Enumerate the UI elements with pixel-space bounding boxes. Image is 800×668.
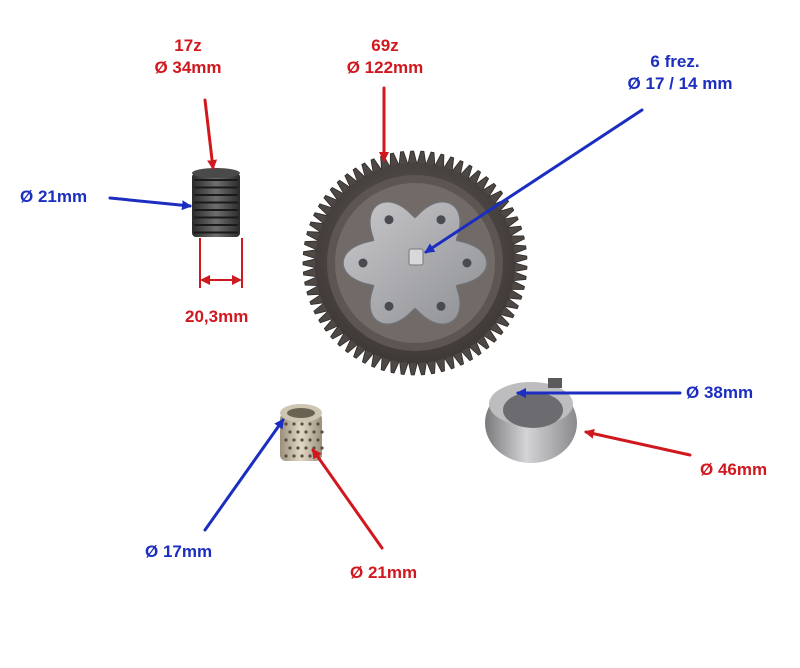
arrows bbox=[108, 86, 692, 550]
label-big-gear-od: Ø 122mm bbox=[346, 58, 424, 77]
label-ring-inner: Ø 38mm bbox=[686, 383, 754, 402]
label-small-gear-bore: Ø 21mm bbox=[20, 187, 88, 206]
label-small-gear-od: Ø 34mm bbox=[154, 58, 222, 77]
label-ring-outer: Ø 46mm bbox=[700, 460, 768, 479]
label-big-gear-spline-dims: Ø 17 / 14 mm bbox=[627, 74, 733, 93]
width-dimension bbox=[199, 238, 243, 288]
big-gear bbox=[302, 150, 528, 376]
label-bushing-outer: Ø 21mm bbox=[350, 563, 418, 582]
small-gear bbox=[192, 168, 240, 237]
label-small-gear-teeth: 17z bbox=[174, 36, 202, 55]
ring-part bbox=[485, 378, 577, 463]
bushing-part bbox=[280, 404, 324, 461]
label-big-gear-spline: 6 frez. bbox=[650, 52, 700, 71]
label-bushing-inner: Ø 17mm bbox=[145, 542, 213, 561]
label-big-gear-teeth: 69z bbox=[371, 36, 399, 55]
label-small-gear-width: 20,3mm bbox=[185, 307, 249, 326]
